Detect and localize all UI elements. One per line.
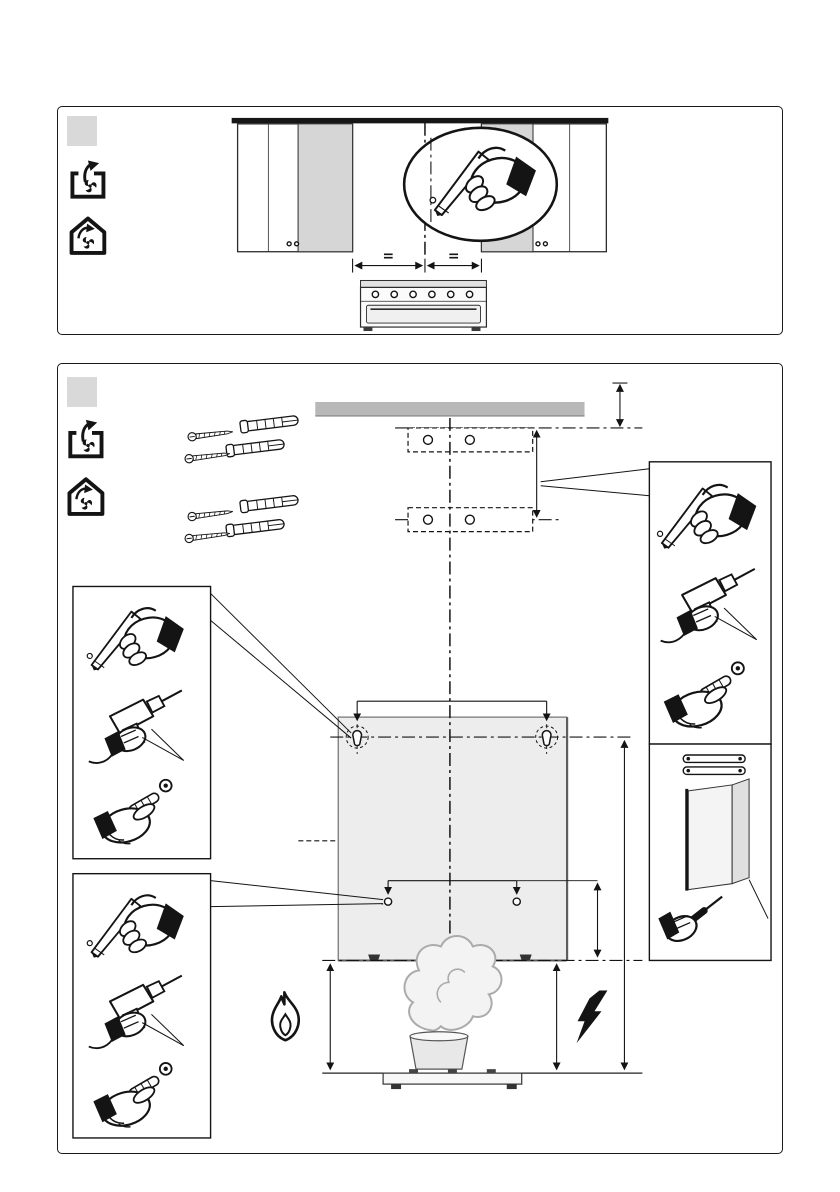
screw-icon [186,506,234,522]
lower-fixing-hole-left [383,897,393,906]
step-2-illustration [58,382,772,1139]
equal-mark-left: = [382,249,394,265]
duct-out-mode-icon [72,161,103,197]
callout-lower-holes [72,872,384,1139]
recirculation-mode-icon [72,218,105,252]
callout-bracket-holes [540,461,772,745]
range-cooker [359,279,488,332]
fixing-kit-set-1 [183,413,300,464]
centering-dimension: = = [352,249,483,273]
wall-plug-icon [239,493,300,514]
step-1-illustration: = = [58,117,609,332]
ceiling-distance-dimension [612,382,628,428]
ceiling-strip [315,401,585,416]
wall-plug-icon [225,437,286,458]
step-1-panel: = = [57,106,783,335]
magnifier-ellipse [402,126,559,243]
callout-upper-holes [72,585,352,860]
upper-mounting-bracket [407,427,534,453]
lower-mounting-bracket [407,507,534,533]
flame-icon [270,991,300,1042]
screw-icon [183,449,231,464]
steam-pot-icon [403,935,503,1070]
electric-bolt-icon [576,990,608,1044]
callout-chimney [648,743,772,962]
chimney-duct-icon [685,778,750,891]
wall-top-rail [231,117,609,124]
fixing-kit-set-2 [183,493,300,544]
recirculation-mode-icon [69,479,102,514]
screw-icon [183,528,231,544]
wall-plug-icon [225,517,286,538]
left-wall-cabinets [236,123,354,253]
duct-out-mode-icon [70,420,101,456]
step-1-badge [67,116,97,146]
hood-back-panel [337,716,569,962]
step-2-panel [57,363,783,1154]
screwdriver-hand-icon [658,895,723,943]
wall-plug-icon [239,413,300,434]
screw-icon [186,427,234,442]
hole-spacing-dimension [384,880,598,895]
step-2-badge [67,377,97,407]
chimney-bracket-icon [682,754,746,776]
lower-fixing-hole-right [512,897,522,906]
equal-mark-right: = [448,249,460,265]
keyhole-spacing-dimension [353,700,551,722]
hob-surface [322,1069,643,1090]
